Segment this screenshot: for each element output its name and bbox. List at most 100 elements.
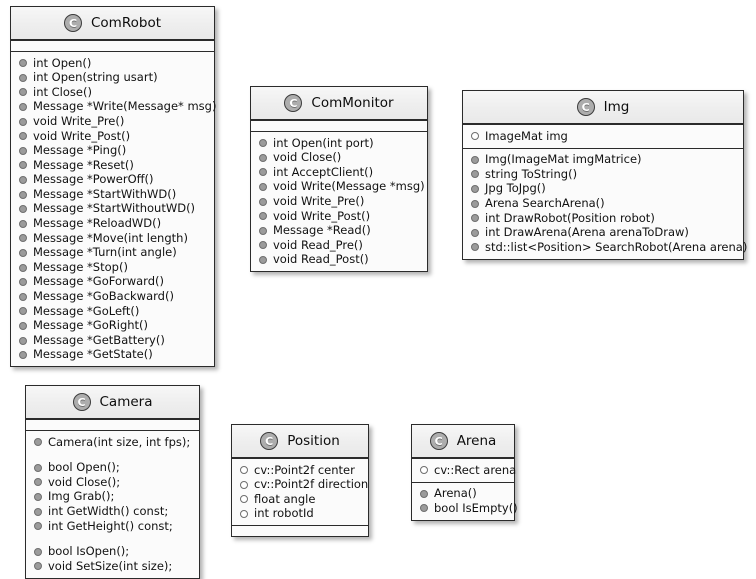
uml-method-compartment-camera: Camera(int size, int fps);bool Open();vo… [26, 430, 199, 578]
uml-method-row[interactable]: Message *Read() [251, 224, 427, 239]
uml-method-row[interactable]: Message *GoLeft() [11, 304, 214, 319]
uml-class-comrobot[interactable]: C ComRobot int Open()int Open(string usart… [10, 6, 216, 368]
uml-field-row[interactable]: ImageMat img [463, 129, 743, 144]
uml-method-row[interactable]: int Close() [11, 85, 214, 100]
uml-method-row[interactable]: int GetWidth() const; [26, 504, 199, 519]
uml-method-row[interactable]: Jpg ToJpg() [463, 182, 743, 197]
uml-method-row[interactable]: Message *ReloadWD() [11, 217, 214, 232]
uml-method-row[interactable]: Img Grab(); [26, 490, 199, 505]
class-title: ComRobot [91, 15, 161, 31]
method-signature: Img(ImageMat imgMatrice) [485, 152, 642, 167]
class-stereotype-icon: C [64, 14, 82, 32]
uml-method-row[interactable]: Arena SearchArena() [463, 196, 743, 211]
uml-method-row[interactable]: int DrawArena(Arena arenaToDraw) [463, 226, 743, 241]
uml-method-row[interactable]: int GetHeight() const; [26, 519, 199, 534]
method-visibility-icon [19, 161, 27, 170]
method-visibility-icon [471, 243, 479, 252]
uml-method-row[interactable]: Message *StartWithoutWD() [11, 202, 214, 217]
uml-method-row[interactable]: int DrawRobot(Position robot) [463, 211, 743, 226]
method-visibility-icon [19, 88, 27, 97]
uml-method-row[interactable]: Message *GetState() [11, 348, 214, 363]
uml-method-row[interactable]: int Open(string usart) [11, 71, 214, 86]
uml-method-row[interactable]: Img(ImageMat imgMatrice) [463, 153, 743, 168]
method-visibility-icon [19, 278, 27, 287]
class-title: Img [603, 99, 630, 115]
uml-method-row[interactable]: Message *Turn(int angle) [11, 246, 214, 261]
uml-method-row[interactable]: Message *GoForward() [11, 275, 214, 290]
method-visibility-icon [19, 103, 27, 112]
uml-method-row[interactable]: Message *Stop() [11, 260, 214, 275]
method-signature: Arena() [434, 486, 477, 501]
method-visibility-icon [259, 168, 267, 177]
method-signature: void Write_Post() [33, 128, 131, 143]
uml-method-row[interactable]: void Read_Pre() [251, 238, 427, 253]
uml-field-row[interactable]: float angle [232, 492, 368, 507]
uml-method-compartment-img: Img(ImageMat imgMatrice)string ToString(… [463, 147, 747, 259]
uml-method-row[interactable]: string ToString() [463, 167, 743, 182]
field-visibility-icon [240, 495, 248, 504]
uml-method-compartment-position [232, 525, 368, 537]
method-signature: bool Open(); [48, 460, 120, 475]
uml-field-row[interactable]: cv::Rect arena [412, 463, 516, 478]
uml-field-row[interactable]: int robotId [232, 507, 368, 522]
uml-method-row[interactable]: int Open(int port) [251, 136, 427, 151]
uml-method-row[interactable]: Message *Ping() [11, 144, 214, 159]
method-visibility-icon [19, 219, 27, 228]
uml-method-row[interactable]: Message *GetBattery() [11, 333, 214, 348]
uml-method-row[interactable]: void Write_Pre() [251, 194, 427, 209]
method-visibility-icon [34, 493, 42, 502]
uml-method-row[interactable]: Camera(int size, int fps); [26, 435, 199, 450]
uml-method-row[interactable]: void Read_Post() [251, 253, 427, 268]
uml-method-row[interactable]: std::list<Position> SearchRobot(Arena ar… [463, 240, 747, 255]
uml-method-compartment-comrobot: int Open()int Open(string usart)int Clos… [11, 51, 216, 367]
uml-method-row[interactable]: int Open() [11, 56, 214, 71]
class-stereotype-icon: C [72, 393, 91, 411]
uml-method-row[interactable]: Message *PowerOff() [11, 173, 214, 188]
uml-method-row[interactable]: bool Open(); [26, 461, 199, 476]
uml-method-row[interactable]: Arena() [412, 487, 514, 502]
method-visibility-icon [34, 547, 42, 556]
method-visibility-icon [19, 205, 27, 214]
uml-method-row[interactable]: int AcceptClient() [251, 165, 427, 180]
uml-method-row[interactable]: void Write_Post() [11, 129, 214, 144]
uml-method-row[interactable]: void Close(); [26, 475, 199, 490]
method-signature: Message *StartWithWD() [33, 186, 177, 201]
uml-member-spacer [26, 450, 199, 461]
method-signature: int GetWidth() const; [48, 503, 169, 518]
class-stereotype-icon: C [429, 432, 448, 450]
uml-method-row[interactable]: Message *Write(Message* msg) [11, 100, 216, 115]
uml-field-row[interactable]: cv::Point2f center [232, 463, 368, 478]
method-signature: Camera(int size, int fps); [48, 434, 191, 449]
uml-method-row[interactable]: Message *StartWithWD() [11, 187, 214, 202]
uml-method-row[interactable]: bool IsEmpty() [412, 501, 518, 516]
method-signature: Message *PowerOff() [33, 172, 154, 187]
uml-method-row[interactable]: Message *Move(int length) [11, 231, 214, 246]
uml-method-row[interactable]: void Write_Pre() [11, 114, 214, 129]
uml-method-row[interactable]: Message *Reset() [11, 158, 214, 173]
method-signature: Message *GetState() [33, 347, 153, 362]
class-stereotype-icon: C [284, 94, 303, 112]
uml-method-row[interactable]: void Write(Message *msg) [251, 180, 427, 195]
uml-method-row[interactable]: bool IsOpen(); [26, 545, 199, 560]
uml-method-row[interactable]: void SetSize(int size); [26, 559, 199, 574]
uml-method-row[interactable]: Message *GoBackward() [11, 290, 214, 305]
field-signature: ImageMat img [485, 128, 568, 143]
uml-method-row[interactable]: void Write_Post() [251, 209, 427, 224]
method-visibility-icon [34, 562, 42, 571]
method-visibility-icon [259, 241, 267, 250]
uml-method-row[interactable]: Message *GoRight() [11, 319, 214, 334]
field-signature: float angle [254, 491, 316, 506]
method-signature: Message *StartWithoutWD() [33, 201, 196, 216]
field-visibility-icon [240, 510, 248, 519]
method-visibility-icon [19, 336, 27, 345]
method-signature: Jpg ToJpg() [485, 181, 546, 196]
uml-field-row[interactable]: cv::Point2f direction [232, 478, 368, 493]
uml-method-row[interactable]: void Close() [251, 151, 427, 166]
